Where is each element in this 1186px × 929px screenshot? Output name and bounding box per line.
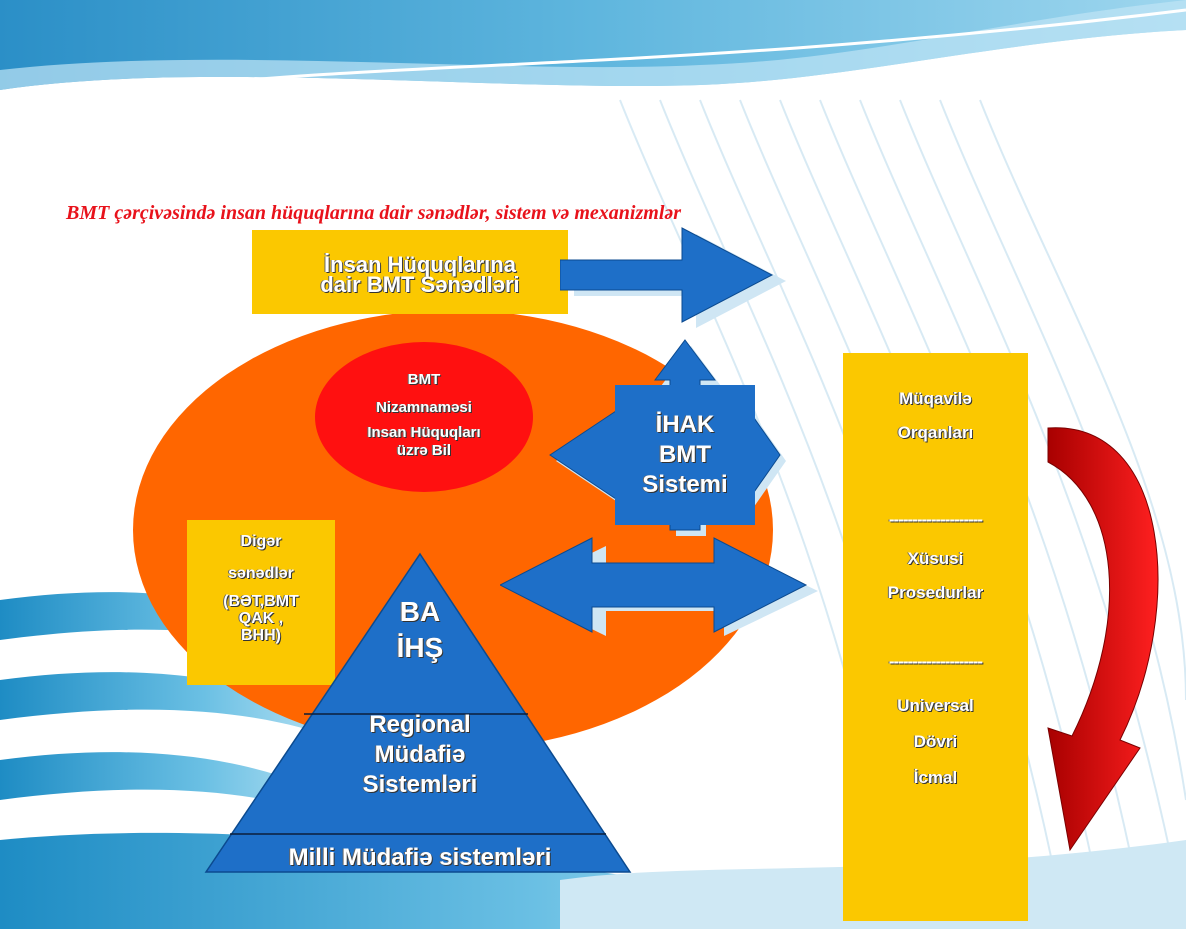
other-documents-box — [187, 520, 335, 685]
pyramid-middle-line-2: Müdafiə — [374, 741, 466, 768]
upr-line-1: Universal — [897, 696, 974, 715]
treaty-bodies-line-1: Müqavilə — [899, 389, 972, 408]
panel-divider-1: -------------------- — [888, 510, 983, 529]
un-charter-ellipse — [315, 342, 533, 492]
mechanisms-labels: Müqavilə Orqanları -------------------- … — [843, 382, 1028, 796]
other-docs-line-2: sənədlər — [228, 565, 294, 582]
upr-line-3: İcmal — [913, 768, 958, 787]
double-arrow-icon — [500, 537, 818, 636]
un-documents-line-1: İnsan Hüquqlarına — [324, 252, 516, 277]
cross-arrows-icon — [549, 339, 786, 536]
ihak-label: İHAK BMT Sistemi — [615, 410, 755, 500]
pyramid-middle-line-1: Regional — [369, 711, 471, 738]
right-arrow-icon — [560, 227, 786, 328]
pyramid-bottom-label: Milli Müdafiə sistemləri — [288, 844, 552, 871]
other-docs-line-1: Digər — [240, 533, 282, 550]
un-charter-label: BMT Nizamnaməsi Insan Hüquqları üzrə Bil — [315, 366, 533, 458]
upr-line-2: Dövri — [913, 732, 958, 751]
other-docs-line-3: (BƏT,BMT — [223, 593, 299, 610]
treaty-bodies-line-2: Orqanları — [897, 423, 974, 442]
panel-divider-2: -------------------- — [888, 652, 983, 671]
page-title: BMT çərçivəsində insan hüquqlarına dair … — [66, 202, 682, 224]
special-procedures-line-2: Prosedurlar — [887, 583, 984, 602]
pyramid-top-line-1: BA — [399, 596, 441, 627]
center-line-2: BMT — [659, 441, 711, 468]
un-documents-label: İnsan Hüquqlarına dair BMT Sənədləri — [290, 252, 550, 297]
ellipse-line-4: üzrə Bil — [396, 442, 452, 459]
other-documents-label: Digər sənədlər (BƏT,BMT QAK , BHH) — [187, 528, 335, 646]
other-docs-line-5: BHH) — [241, 627, 281, 644]
mechanisms-panel — [843, 353, 1028, 921]
pyramid-middle-label: Regional Müdafiə Sistemləri — [330, 710, 510, 800]
center-line-3: Sistemi — [642, 471, 728, 498]
ellipse-line-3: Insan Hüquqları — [367, 424, 481, 441]
ellipse-line-2: Nizamnaməsi — [376, 399, 472, 416]
pyramid-diagram — [204, 552, 632, 873]
center-line-1: İHAK — [655, 411, 715, 438]
other-docs-line-4: QAK , — [238, 610, 284, 627]
pyramid-top-label: BA İHŞ — [360, 594, 480, 666]
un-documents-line-2: dair BMT Sənədləri — [320, 272, 520, 297]
pyramid-middle-line-3: Sistemləri — [362, 771, 478, 798]
curved-arrow-icon — [1047, 427, 1159, 852]
special-procedures-line-1: Xüsusi — [907, 549, 964, 568]
pyramid-top-line-2: İHŞ — [396, 632, 444, 663]
un-documents-box — [252, 230, 568, 314]
ellipse-line-1: BMT — [407, 371, 441, 388]
